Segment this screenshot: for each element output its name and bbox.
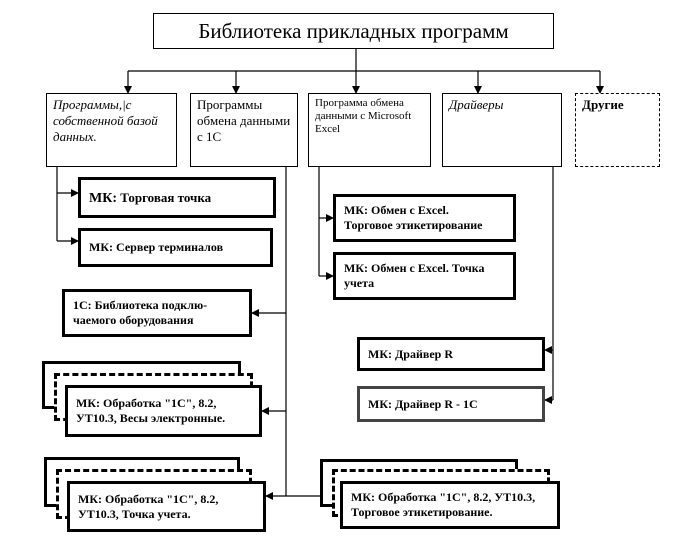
leaf-excel-accounting-line2: учета: [344, 276, 375, 290]
leaf-terminal-server: МК: Сервер терминалов: [78, 228, 273, 267]
leaf-driver-r-1c-text: МК: Драйвер R - 1С: [368, 396, 478, 411]
leaf-tagging-line1: МК: Обработка "1С", 8.2, УТ10.3,: [351, 490, 536, 504]
leaf-scales-line2: УТ10.3, Весы электронные.: [76, 411, 226, 425]
leaf-excel-tagging-line1: МК: Обмен с Excel.: [344, 203, 449, 217]
leaf-1c-library-line2: чаемого оборудования: [73, 313, 194, 327]
leaf-excel-tagging: МК: Обмен с Excel. Торговое этикетирован…: [333, 194, 516, 242]
leaf-accounting-point-line1: МК: Обработка "1С", 8.2,: [78, 491, 219, 506]
leaf-trade-point: МК: Торговая точка: [78, 177, 276, 218]
category-exchange-1c: Программы обмена данными с 1С: [190, 93, 298, 167]
category-drivers: Драйверы: [442, 93, 562, 167]
leaf-excel-accounting-line1: МК: Обмен с Excel. Точка: [344, 261, 485, 275]
category-own-db: Программы,|с собственной базой данных.: [46, 93, 177, 167]
leaf-driver-r-text: МК: Драйвер R: [368, 346, 454, 361]
category-exchange-excel: Программа обмена данными с Microsoft Exc…: [308, 93, 431, 167]
leaf-driver-r: МК: Драйвер R: [357, 337, 545, 371]
leaf-scales: МК: Обработка "1С", 8.2, УТ10.3, Весы эл…: [65, 385, 262, 437]
root-title-box: Библиотека прикладных программ: [153, 13, 554, 49]
category-exchange-1c-label: Программы обмена данными с 1С: [197, 97, 291, 144]
category-exchange-excel-label: Программа обмена данными с Microsoft Exc…: [315, 97, 412, 135]
leaf-excel-tagging-line2: Торговое этикетирование: [344, 218, 483, 232]
category-own-db-label: Программы,|с собственной базой данных.: [53, 97, 158, 144]
leaf-terminal-server-text: МК: Сервер терминалов: [89, 240, 224, 254]
leaf-excel-accounting: МК: Обмен с Excel. Точка учета: [333, 252, 516, 300]
leaf-1c-library: 1С: Библиотека подклю- чаемого оборудова…: [62, 289, 252, 337]
leaf-tagging: МК: Обработка "1С", 8.2, УТ10.3, Торгово…: [340, 481, 560, 529]
leaf-scales-line1: МК: Обработка "1С", 8.2,: [76, 396, 217, 410]
leaf-trade-point-text: Торговая точка: [117, 189, 212, 205]
leaf-accounting-point: МК: Обработка "1С", 8.2, УТ10.3, Точка у…: [67, 481, 266, 532]
root-title: Библиотека прикладных программ: [198, 18, 509, 43]
category-other-label: Другие: [582, 97, 624, 112]
leaf-driver-r-1c: МК: Драйвер R - 1С: [357, 386, 545, 422]
leaf-tagging-line2: Торговое этикетирование.: [351, 505, 493, 519]
category-drivers-label: Драйверы: [449, 97, 504, 112]
leaf-accounting-point-line2: УТ10.3, Точка учета.: [78, 506, 191, 521]
category-other: Другие: [575, 93, 660, 167]
leaf-trade-point-prefix: МК:: [89, 190, 118, 206]
leaf-1c-library-line1: 1С: Библиотека подклю-: [73, 298, 208, 312]
